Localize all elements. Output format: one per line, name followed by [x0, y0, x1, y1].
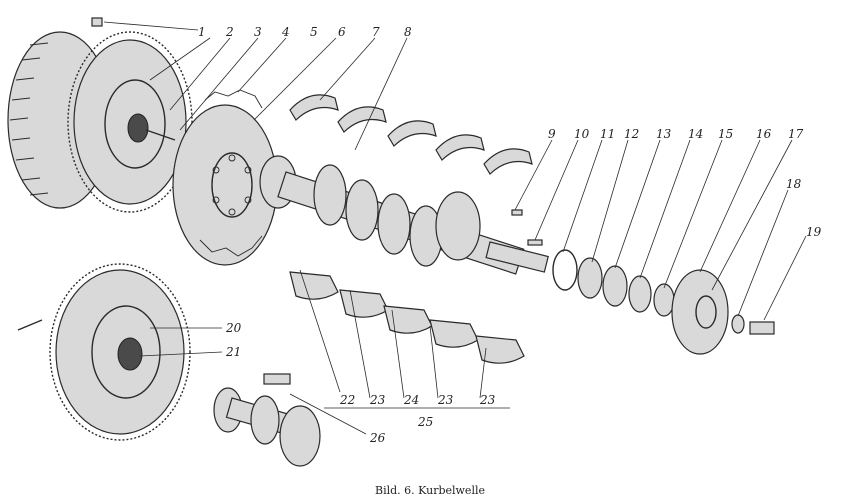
bearing-shell-upper-5 — [483, 148, 533, 175]
crankshaft-nose — [485, 241, 549, 273]
part-number: 8 — [404, 25, 412, 39]
part-number: 9 — [548, 127, 556, 141]
flywheel-alt-bolt — [17, 319, 43, 331]
part-number: 10 — [574, 127, 590, 141]
flywheel-assembly — [7, 17, 193, 213]
part-number: 12 — [624, 127, 639, 141]
flywheel-screw — [91, 17, 103, 27]
part-number: 15 — [718, 127, 733, 141]
part-number: 16 — [756, 127, 772, 141]
part-number: 6 — [338, 25, 346, 39]
starter-ring-gear — [67, 31, 193, 213]
part-number: 22 — [339, 393, 355, 407]
clutch-housing-fins — [9, 42, 49, 196]
drive-plate-holes — [212, 154, 252, 216]
part-number: 23 — [369, 393, 386, 407]
drive-plate-hub — [211, 152, 253, 218]
flywheel-alt — [17, 263, 191, 441]
timing-end-parts — [511, 209, 775, 355]
part-number: 26 — [369, 431, 386, 445]
part-number: 19 — [806, 225, 822, 239]
washer — [653, 283, 675, 317]
drive-plate — [172, 89, 278, 266]
belt-pulley — [671, 269, 729, 355]
bearing-shell-lower-4 — [429, 319, 479, 348]
crankshaft-gear — [602, 265, 628, 307]
flywheel-alt-ring-gear — [49, 263, 191, 441]
bearing-shell-lower-1 — [289, 271, 339, 300]
flywheel-alt-hub-ring — [91, 305, 161, 399]
starter-claw-nut — [749, 321, 775, 335]
drive-plate-lower-tabs — [199, 235, 263, 257]
bearing-shell-upper-3 — [387, 120, 437, 147]
belt-pulley-hub — [695, 295, 717, 329]
part-number: 2 — [225, 25, 234, 39]
part-number: 1 — [198, 25, 206, 39]
crankshaft — [259, 155, 549, 275]
lower-bearing-shells — [289, 271, 525, 364]
part-number: 23 — [437, 393, 454, 407]
flywheel-alt-hub — [117, 337, 143, 371]
crankshaft-alt — [213, 373, 321, 467]
part-number: 14 — [688, 127, 703, 141]
drive-plate-lock-washer — [204, 89, 263, 109]
lock-washer — [731, 314, 745, 334]
crankshaft-webs — [313, 164, 481, 267]
part-number: 23 — [479, 393, 496, 407]
part-number: 5 — [310, 25, 318, 39]
flywheel-bolt — [145, 129, 176, 141]
part-number: 18 — [786, 177, 802, 191]
part-number: 13 — [656, 127, 672, 141]
key-9 — [511, 209, 523, 216]
flywheel-hub-ring — [104, 79, 166, 169]
spacer-ring — [552, 249, 578, 291]
bearing-shell-lower-2 — [339, 289, 389, 318]
oil-thrower — [577, 257, 603, 299]
part-number: 7 — [372, 25, 380, 39]
part-number: 24 — [403, 393, 419, 407]
flywheel-hub — [127, 113, 149, 143]
part-number: 3 — [254, 25, 262, 39]
sleeve — [628, 275, 652, 313]
part-number: 21 — [225, 345, 241, 359]
bearing-shell-upper-2 — [337, 106, 387, 133]
part-number: 17 — [788, 127, 804, 141]
part-number: 20 — [225, 321, 242, 335]
part-number: 11 — [600, 127, 615, 141]
key-10 — [527, 239, 543, 246]
crankshaft-alt-key — [263, 373, 291, 385]
figure-caption: Bild. 6. Kurbelwelle — [375, 484, 485, 497]
bearing-shell-lower-5 — [475, 335, 525, 364]
bearing-shell-lower-3 — [383, 305, 433, 334]
bearing-shell-upper-1 — [289, 94, 339, 121]
part-number: 4 — [281, 25, 290, 39]
bearing-shell-upper-4 — [435, 134, 485, 161]
part-number-labels: 1 2 3 4 5 6 7 8 9 10 11 12 13 14 15 16 1… — [198, 25, 822, 445]
part-number: 25 — [417, 415, 433, 429]
leader-lines — [103, 21, 807, 435]
upper-bearing-shells — [289, 94, 533, 175]
